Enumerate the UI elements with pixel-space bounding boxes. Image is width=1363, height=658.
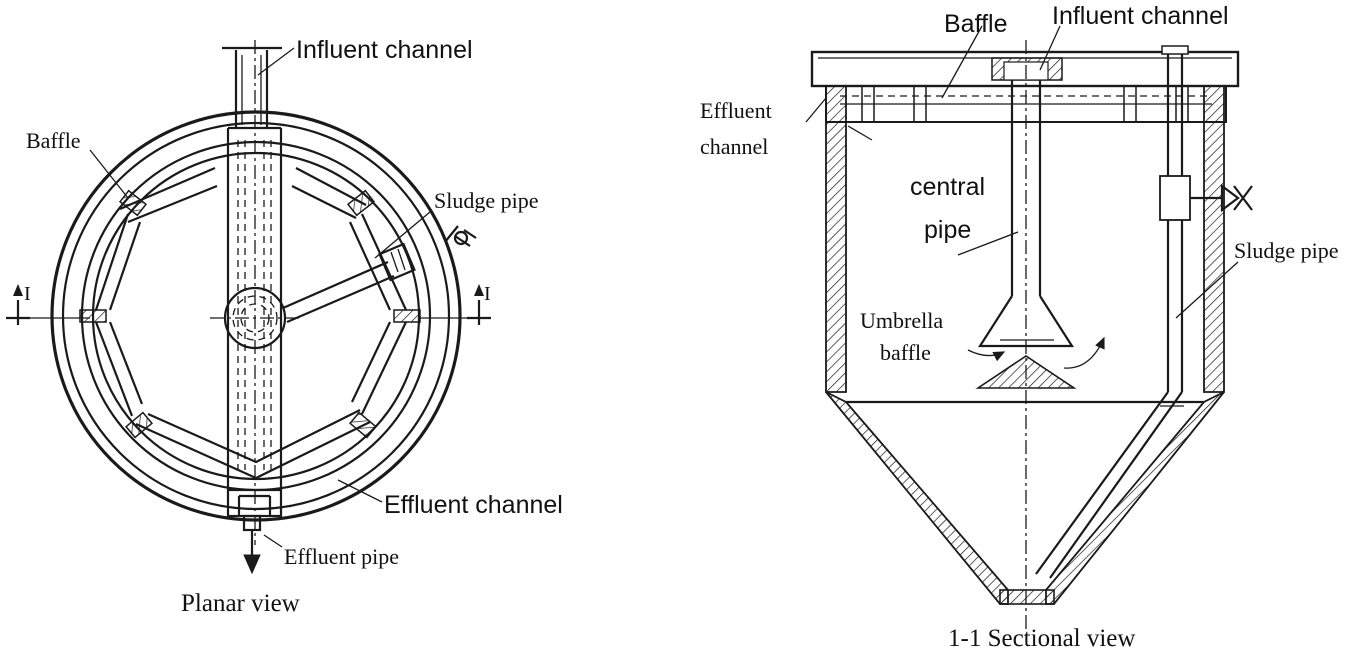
cone-bottom bbox=[999, 589, 1055, 605]
planar-baffle-label: Baffle bbox=[26, 128, 81, 153]
umbrella-baffle-label-line2: baffle bbox=[880, 340, 931, 365]
baffle-frame-edge bbox=[94, 321, 134, 417]
section-mark-left-label: I bbox=[24, 283, 31, 305]
section-mark-left bbox=[6, 284, 30, 325]
section-mark-right-label: I bbox=[484, 283, 491, 305]
baffle-blocks bbox=[79, 189, 421, 439]
baffle-frame-edge bbox=[108, 321, 144, 405]
right-wall bbox=[1203, 85, 1225, 393]
planar-effluent-channel-label: Effluent channel bbox=[384, 491, 563, 519]
baffle-frame-edge bbox=[147, 409, 361, 464]
planar-view bbox=[6, 40, 491, 575]
baffle-frame-edge bbox=[361, 321, 407, 415]
baffle-frame-edge bbox=[348, 221, 392, 311]
planar-effluent-pipe-label: Effluent pipe bbox=[284, 544, 399, 569]
cone-right bbox=[1045, 391, 1225, 605]
baffle-frame-edge bbox=[351, 321, 391, 403]
left-wall bbox=[825, 85, 847, 393]
section-effluent-channel-label-line1: Effluent bbox=[700, 98, 772, 123]
sectional-view bbox=[805, 25, 1253, 630]
planar-sludge-pipe-label: Sludge pipe bbox=[434, 188, 539, 213]
sectional-view-title: 1-1 Sectional view bbox=[948, 625, 1135, 652]
central-pipe-label-line1: central bbox=[910, 173, 985, 201]
central-pipe-label-line2: pipe bbox=[924, 216, 971, 244]
baffle-frame-edge bbox=[94, 213, 130, 311]
section-baffle-label: Baffle bbox=[944, 10, 1007, 38]
section-sludge-pipe-label: Sludge pipe bbox=[1234, 238, 1339, 263]
sludge-pipe-section bbox=[1035, 45, 1253, 579]
planar-influent-channel-label: Influent channel bbox=[296, 36, 473, 64]
umbrella-baffle-label-line1: Umbrella bbox=[860, 308, 943, 333]
baffle-frame-edge bbox=[135, 421, 371, 480]
outer-wall-ring bbox=[50, 110, 462, 522]
baffle-frame-edge bbox=[291, 185, 357, 219]
cone-left bbox=[825, 391, 1009, 605]
baffle-frame-edge bbox=[127, 184, 218, 224]
planar-view-title: Planar view bbox=[181, 590, 300, 617]
central-pipe-section bbox=[967, 80, 1105, 389]
section-effluent-channel-label-line2: channel bbox=[700, 134, 768, 159]
section-mark-right bbox=[467, 284, 491, 325]
sludge-pipe-planar bbox=[282, 211, 477, 324]
section-influent-channel-label: Influent channel bbox=[1052, 2, 1229, 30]
baffle-frame-edge bbox=[108, 221, 142, 311]
outer-wall-inner-ring bbox=[61, 121, 451, 511]
influent-channel-planar bbox=[222, 46, 283, 490]
